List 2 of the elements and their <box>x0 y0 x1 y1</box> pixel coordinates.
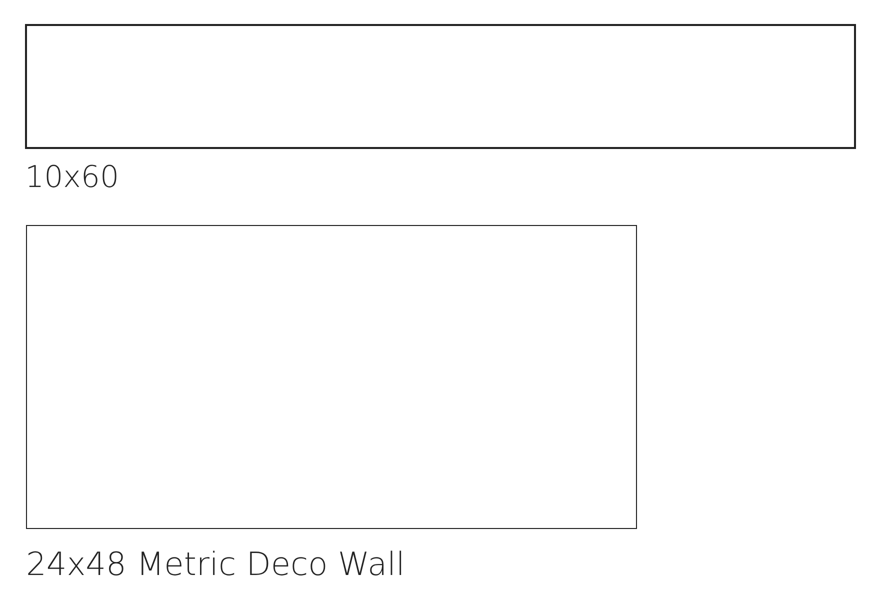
size-label: 10x60 <box>25 160 120 195</box>
size-label: 24x48 Metric Deco Wall <box>26 545 405 583</box>
